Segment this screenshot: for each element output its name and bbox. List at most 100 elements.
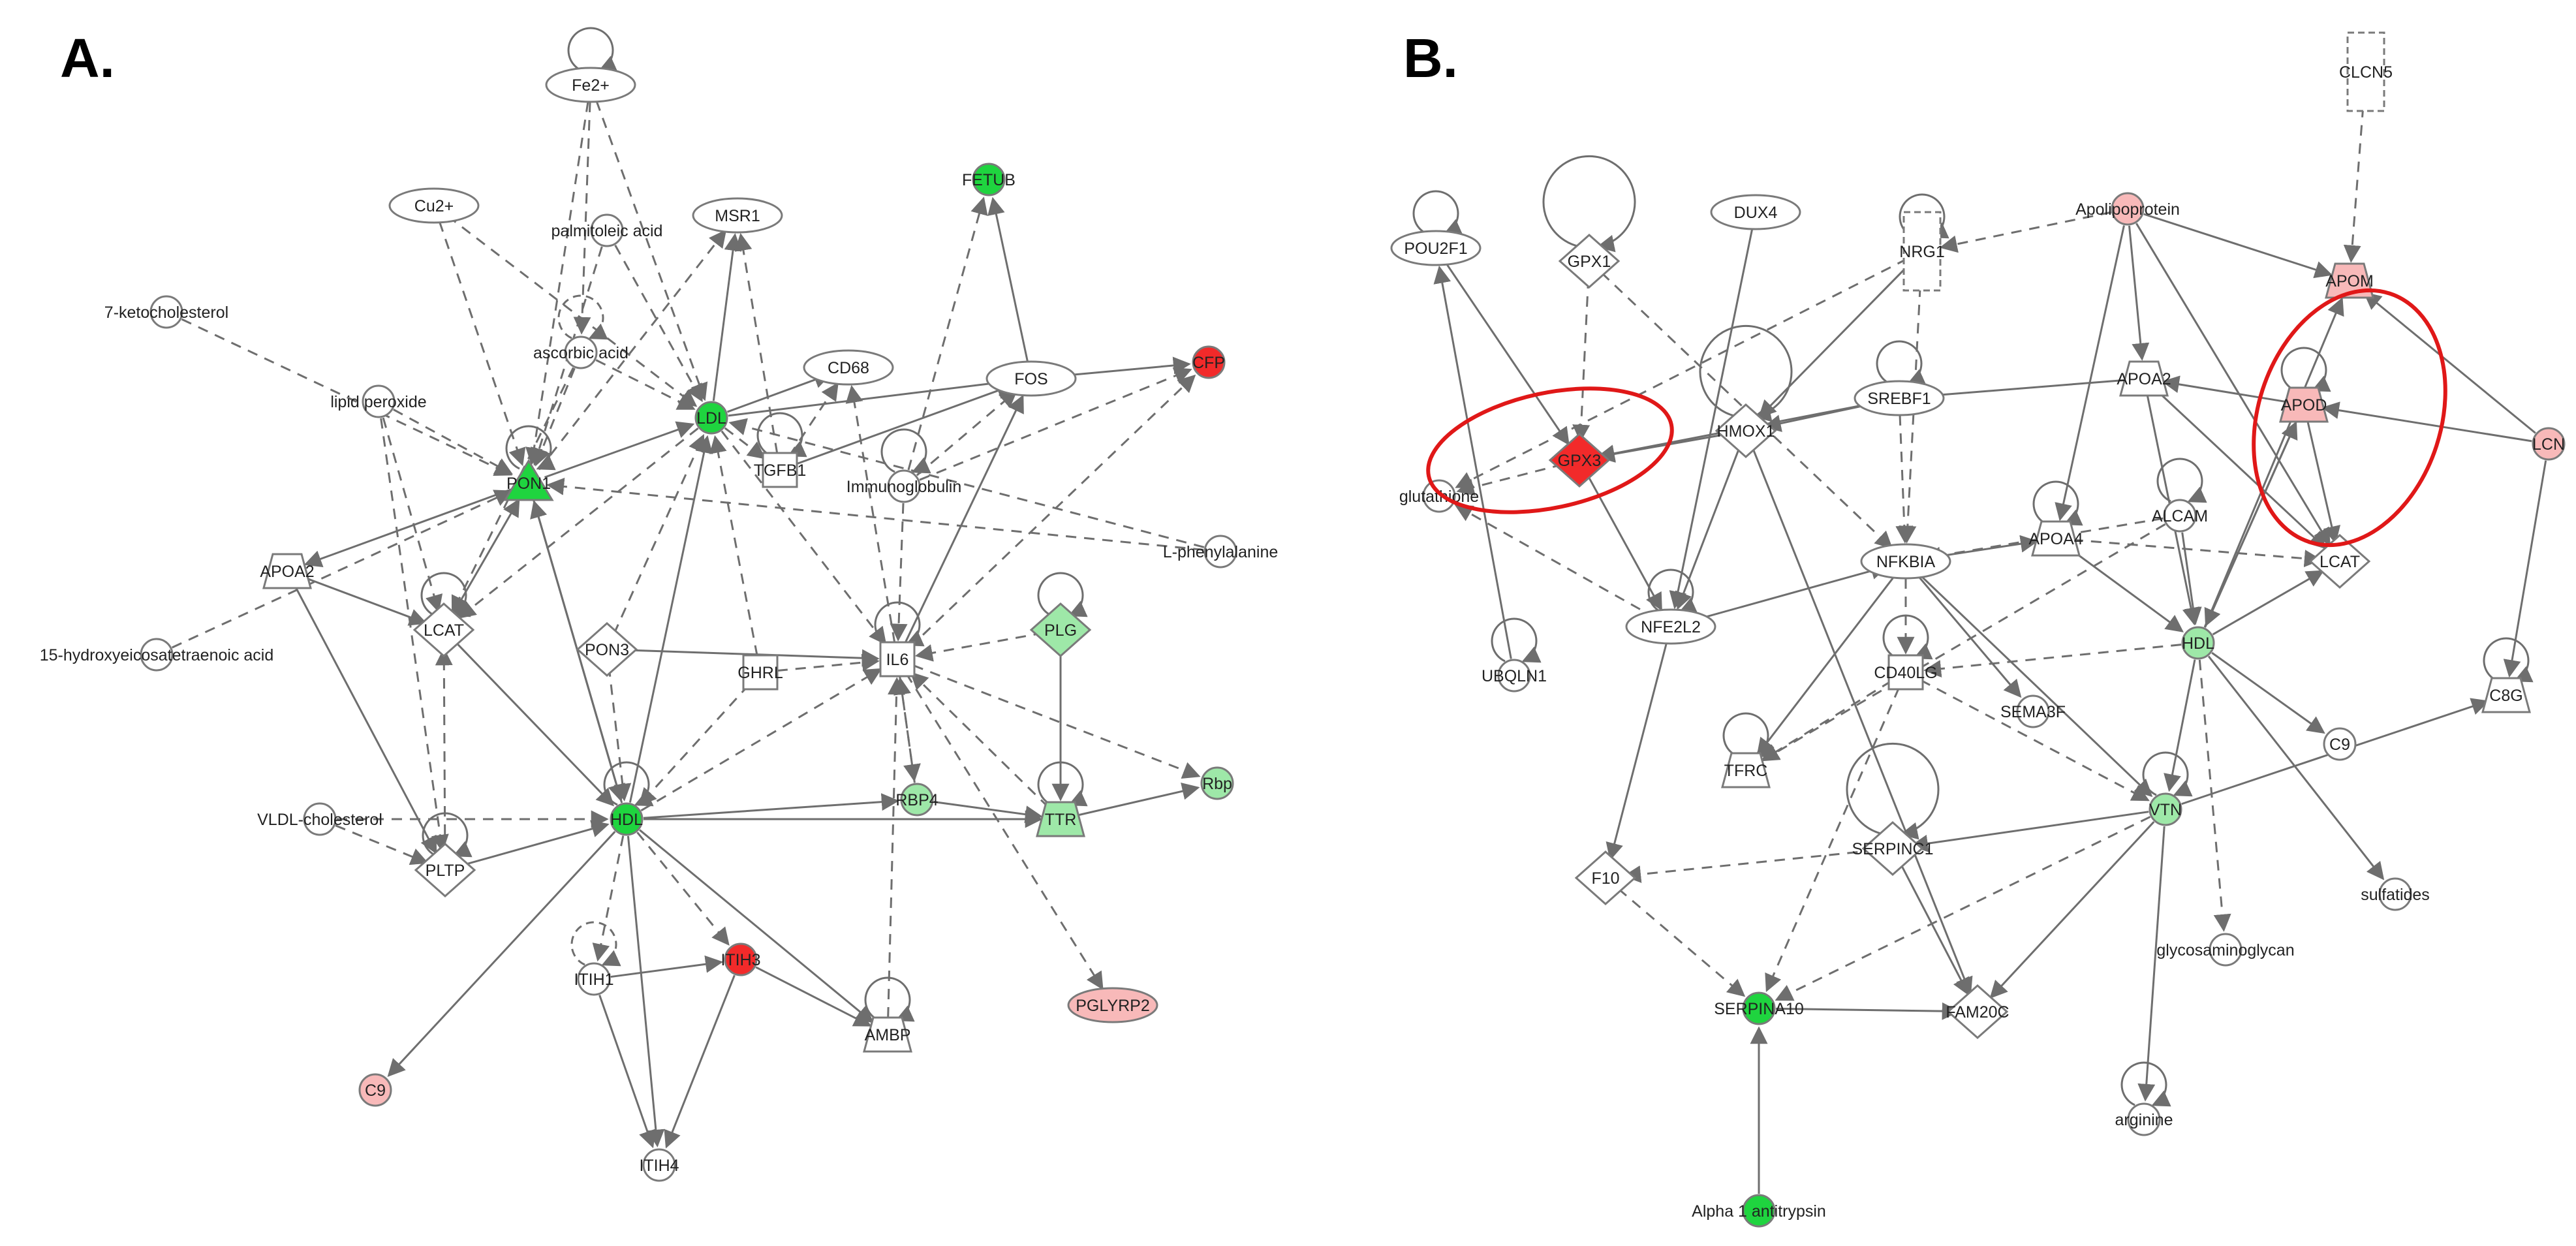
node-cfp[interactable]: CFP — [1192, 345, 1226, 379]
node-lcn[interactable]: LCN — [2532, 427, 2566, 461]
node-shape — [972, 163, 1006, 196]
node-clcn5[interactable]: CLCN5 — [2339, 31, 2393, 112]
node-il6[interactable]: IL6 — [874, 601, 925, 678]
node-ttr[interactable]: TTR — [1036, 761, 1088, 837]
node-ghrl[interactable]: GHRL — [737, 654, 783, 691]
node-shape — [2481, 677, 2531, 713]
node-ubqln1[interactable]: UBQLN1 — [1482, 617, 1547, 693]
edge-pon1-to-msr1 — [538, 229, 727, 471]
node-apoa2[interactable]: APOA2 — [260, 553, 315, 589]
node-f10[interactable]: F10 — [1574, 850, 1637, 906]
node-label: LCAT — [424, 621, 464, 640]
node-l-phenylalanine[interactable]: L-phenylalanine — [1163, 535, 1279, 568]
node-pou2f1[interactable]: POU2F1 — [1390, 190, 1482, 266]
node-cd68[interactable]: CD68 — [803, 349, 894, 386]
node-lcat[interactable]: LCAT — [2308, 533, 2371, 589]
node-hdl[interactable]: HDL — [2181, 626, 2215, 660]
node-itih4[interactable]: ITIH4 — [639, 1148, 679, 1182]
node-tfrc[interactable]: TFRC — [1721, 712, 1773, 788]
node-itih3[interactable]: ITIH3 — [721, 942, 761, 976]
node-label: PGLYRP2 — [1076, 997, 1149, 1015]
edge-ambp-to-il6 — [887, 677, 906, 1018]
node-c9[interactable]: C9 — [358, 1073, 392, 1107]
node-lcat[interactable]: LCAT — [412, 572, 475, 658]
edge-cd40lg-to-vtn — [1920, 679, 2150, 802]
node-pon1[interactable]: PON1 — [503, 425, 556, 501]
nodes-a: Fe2+ Cu2+ palmitoleic acid MSR1 FETUB 7-ketoc… — [40, 27, 1279, 1182]
node-fos[interactable]: FOS — [985, 360, 1077, 397]
edge-lphe-to-ldl — [728, 418, 1205, 548]
node-serpina10[interactable]: SERPINA10 — [1714, 991, 1804, 1025]
node-hdl[interactable]: HDL — [603, 761, 654, 836]
node-immunoglobulin[interactable]: Immunoglobulin — [846, 428, 962, 503]
node-hmox1[interactable]: HMOX1 — [1699, 324, 1793, 459]
node-nfe2l2[interactable]: NFE2L2 — [1625, 568, 1716, 645]
node-ascorbic-acid[interactable]: ascorbic acid — [533, 294, 628, 369]
node-apod[interactable]: APOD — [2279, 347, 2331, 423]
node-rbp[interactable]: Rbp — [1200, 766, 1234, 800]
self-loop — [1722, 712, 1773, 758]
node-shape — [887, 469, 921, 503]
node-pltp[interactable]: PLTP — [414, 812, 476, 898]
node-cd40lg[interactable]: CD40LG — [1874, 614, 1938, 691]
node-gpx1[interactable]: GPX1 — [1542, 155, 1636, 289]
node-fam20c[interactable]: FAM20C — [1946, 984, 2010, 1040]
edge-immuno-to-fos — [916, 390, 1018, 476]
node-glutathione[interactable]: glutathione — [1399, 479, 1479, 513]
node-serpinc1[interactable]: SERPINC1 — [1846, 742, 1940, 877]
node-pon3[interactable]: PON3 — [576, 621, 638, 678]
node-pglyrp2[interactable]: PGLYRP2 — [1067, 987, 1158, 1023]
node-dux4[interactable]: DUX4 — [1710, 194, 1801, 230]
node-vtn[interactable]: VTN — [2142, 751, 2193, 826]
node-label: CD40LG — [1874, 664, 1937, 682]
edge-tgfb1-to-cd68 — [788, 382, 839, 457]
node-glycosaminoglycan[interactable]: glycosaminoglycan — [2156, 933, 2295, 967]
node-fetub[interactable]: FETUB — [962, 163, 1016, 196]
node-label: ITIH4 — [639, 1157, 679, 1175]
node-ambp[interactable]: AMBP — [863, 976, 915, 1053]
edge-itih3-to-itih4 — [664, 974, 736, 1149]
edge-pltp-to-lcata — [435, 647, 453, 854]
node-itih1[interactable]: ITIH1 — [570, 921, 621, 996]
node-plg[interactable]: PLG — [1029, 572, 1092, 658]
node-sulfatides[interactable]: sulfatides — [2361, 877, 2430, 911]
node-nrg1[interactable]: NRG1 — [1899, 193, 1949, 292]
self-loop — [1037, 761, 1088, 807]
node-vldl-cholesterol[interactable]: VLDL-cholesterol — [257, 802, 382, 836]
node-c9[interactable]: C9 — [2323, 727, 2357, 761]
node-apolipoprotein[interactable]: Apolipoprotein — [2075, 192, 2180, 226]
node-cu2[interactable]: Cu2+ — [388, 187, 480, 224]
node-arginine[interactable]: arginine — [2115, 1061, 2173, 1136]
edge-apoa2a-to-lcata — [302, 576, 427, 626]
edge-hdla-to-itih1 — [592, 835, 625, 962]
node-7-ketocholesterol[interactable]: 7-ketocholesterol — [104, 295, 228, 329]
node-shape — [642, 1148, 676, 1182]
node-lipid-peroxide[interactable]: lipid peroxide — [330, 384, 427, 418]
node-palmitoleic-acid[interactable]: palmitoleic acid — [551, 213, 663, 247]
node-msr1[interactable]: MSR1 — [692, 197, 783, 234]
node-label: PON3 — [585, 641, 629, 659]
panel-b-label: B. — [1403, 27, 1458, 89]
edge-pon1-to-apoa2a — [303, 488, 514, 568]
node-alpha-1-antitrypsin[interactable]: Alpha 1 antitrypsin — [1692, 1194, 1826, 1228]
node-srebf1[interactable]: SREBF1 — [1854, 340, 1945, 416]
node-apoa2[interactable]: APOA2 — [2117, 360, 2171, 397]
node-shape — [803, 349, 894, 386]
node-apoa4[interactable]: APOA4 — [2028, 480, 2083, 557]
node-gpx3[interactable]: GPX3 — [1548, 432, 1611, 488]
node-shape — [262, 553, 312, 589]
node-fe2[interactable]: Fe2+ — [545, 27, 636, 103]
node-nfkbia[interactable]: NFKBIA — [1860, 543, 1951, 580]
node-15-hydroxyeicosatetraenoic-acid[interactable]: 15-hydroxyeicosatetraenoic acid — [40, 638, 274, 672]
node-tgfb1[interactable]: TGFB1 — [754, 412, 807, 488]
node-ldl[interactable]: LDL — [694, 401, 728, 435]
node-c8g[interactable]: C8G — [2481, 637, 2534, 713]
node-sema3f[interactable]: SEMA3F — [2000, 694, 2066, 728]
panel-a-label: A. — [60, 27, 115, 89]
edge-ubqln1-to-pou2f1 — [1433, 265, 1512, 659]
node-rbp4[interactable]: RBP4 — [895, 783, 939, 817]
node-alcam[interactable]: ALCAM — [2152, 458, 2208, 533]
edge-cu2-to-ldl — [446, 215, 698, 407]
